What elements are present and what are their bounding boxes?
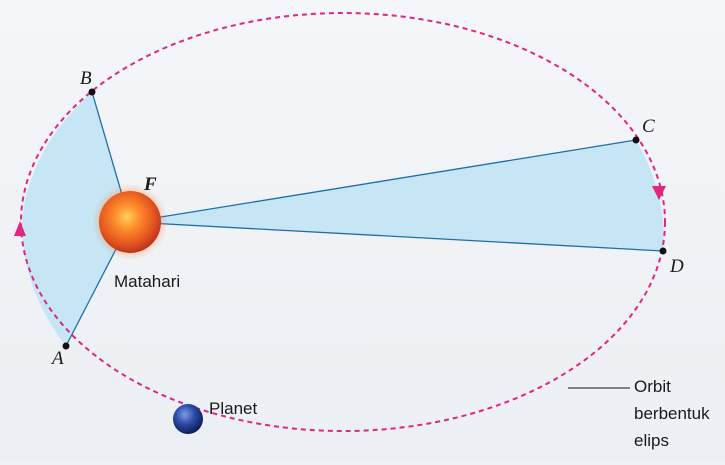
point-c-marker — [632, 136, 640, 144]
radius-line-fd — [129, 221, 664, 252]
planet-icon — [173, 404, 203, 434]
label-point-c: C — [642, 116, 655, 137]
point-b-marker — [88, 88, 96, 96]
label-point-b: B — [80, 68, 92, 89]
point-a-marker — [62, 342, 70, 350]
orbit-arrow-left — [14, 221, 26, 236]
orbit-label-line2: berbentuk — [634, 404, 710, 423]
radius-line-fc — [129, 139, 637, 223]
orbit-ellipse — [20, 12, 666, 432]
point-d-marker — [659, 247, 667, 255]
label-point-d: D — [669, 256, 684, 277]
orbit-label-line3: elips — [634, 431, 669, 450]
sun-icon — [99, 191, 161, 253]
sun-label: Matahari — [114, 272, 180, 291]
orbit-label-line1: Orbit — [634, 377, 671, 396]
swept-area-ab — [22, 92, 130, 346]
label-point-a: A — [50, 348, 64, 369]
orbit-arrow-right — [652, 186, 666, 200]
swept-area-cd — [130, 140, 664, 251]
planet-label: Planet — [209, 399, 257, 418]
